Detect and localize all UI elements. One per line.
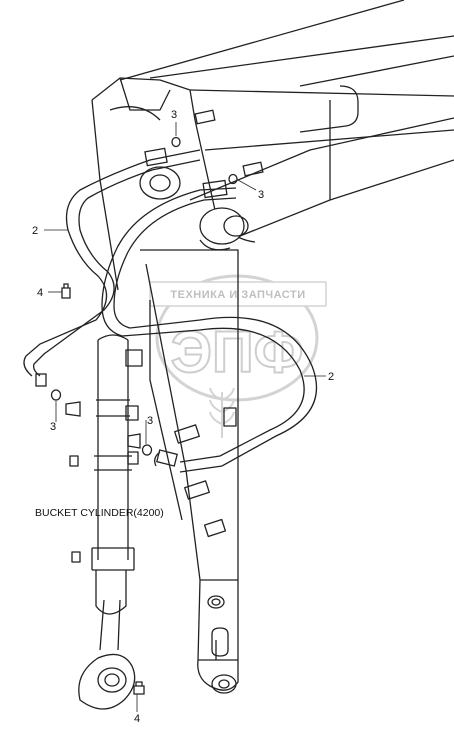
- bucket-cylinder: [69, 334, 143, 710]
- callout-3-bottom-mid: 3: [147, 415, 153, 427]
- callout-4-bottom: 4: [134, 713, 140, 725]
- callout-4-left: 4: [37, 287, 43, 299]
- grease-nipple-bottom: [133, 681, 145, 695]
- arm: [91, 77, 256, 694]
- callout-2-right: 2: [328, 371, 334, 383]
- o-ring-bottom-mid: [141, 444, 153, 456]
- o-ring-top: [171, 136, 181, 148]
- hose-left: [23, 147, 201, 387]
- callout-3-right: 3: [258, 189, 264, 201]
- callout-3-top: 3: [171, 109, 177, 121]
- o-ring-right: [228, 173, 238, 185]
- callout-3-bottom-left: 3: [50, 421, 56, 433]
- wheat-icon: [209, 387, 235, 438]
- hose-right: [101, 179, 317, 473]
- fittings: [50, 109, 264, 695]
- callouts: 3 3 2 4 2 3 3 4: [32, 109, 334, 725]
- watermark-logo: ЭПФ: [171, 320, 303, 385]
- boom: [119, 0, 454, 241]
- leader-lines: [44, 122, 326, 712]
- grease-nipple-top: [61, 283, 71, 299]
- bucket-cylinder-caption: BUCKET CYLINDER(4200): [35, 507, 164, 519]
- o-ring-bottom-left: [50, 389, 62, 401]
- callout-2-left: 2: [32, 225, 38, 237]
- watermark-ring: [155, 274, 319, 402]
